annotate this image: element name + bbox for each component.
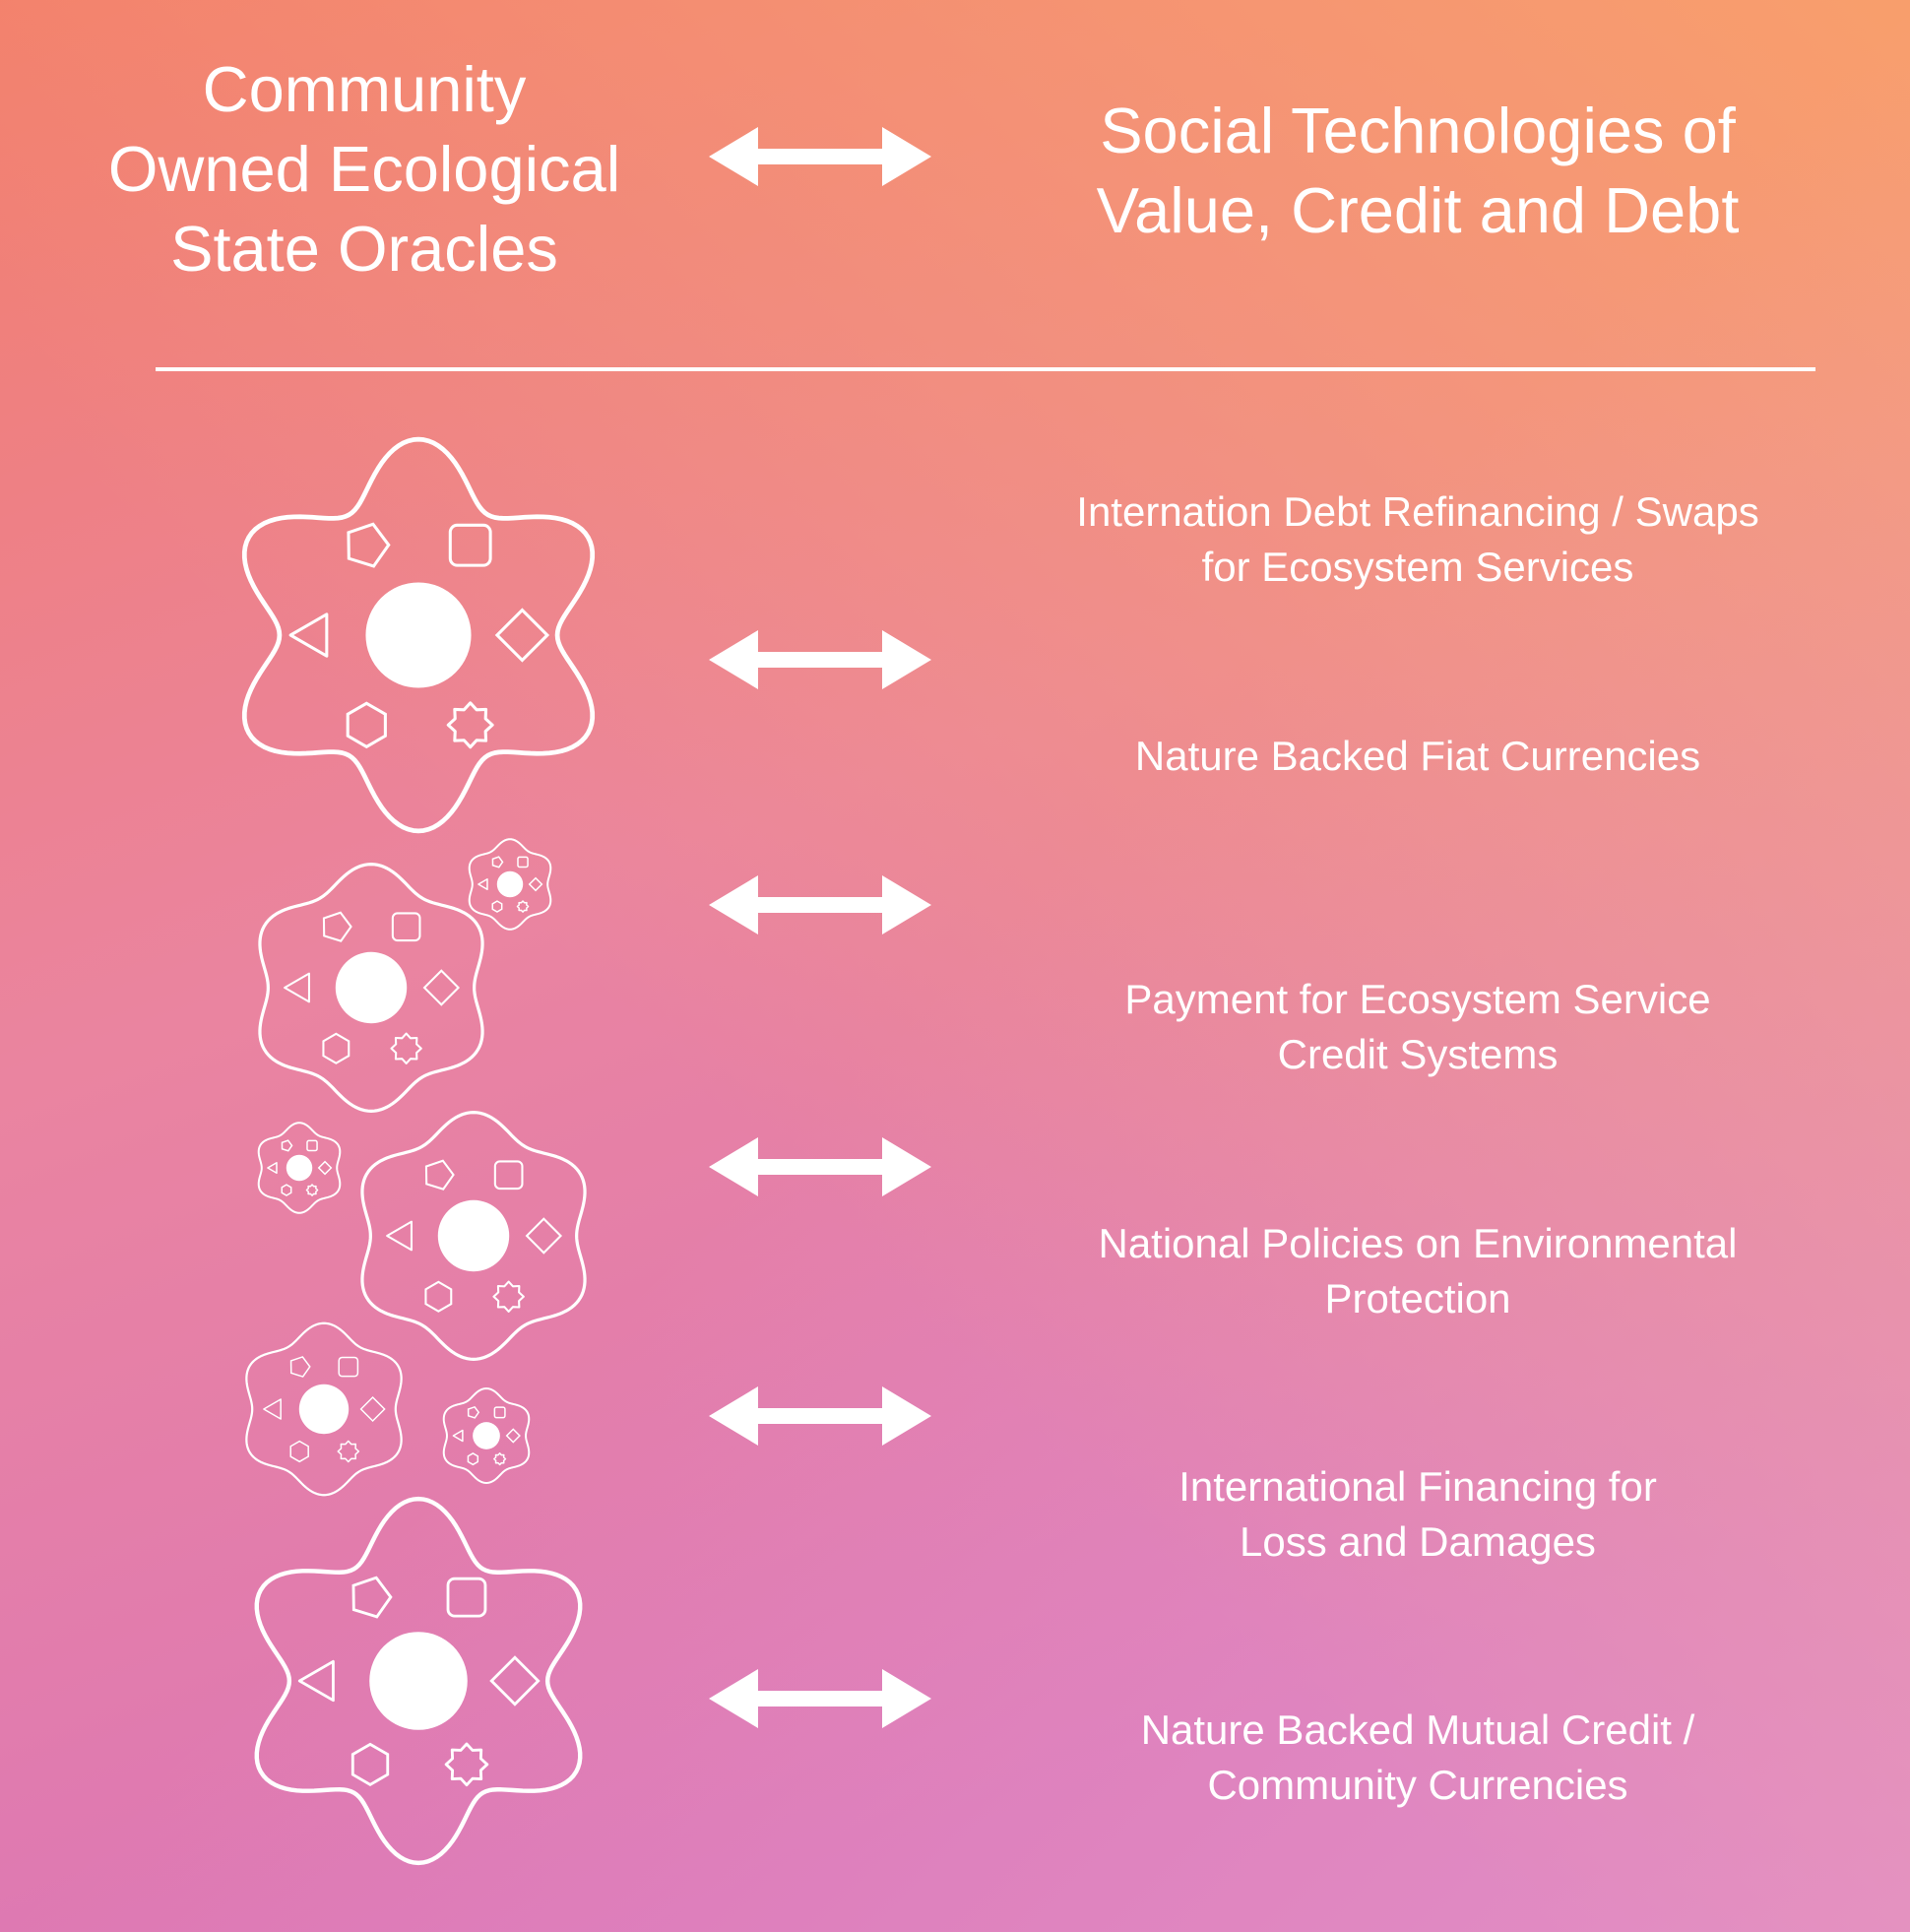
item-line: Community Currencies <box>1207 1762 1628 1808</box>
item-line: Loss and Damages <box>1240 1518 1596 1565</box>
left-title-line: State Oracles <box>170 213 558 285</box>
item-payment-ecosystem: Payment for Ecosystem Service Credit Sys… <box>985 972 1851 1082</box>
right-title-line: Value, Credit and Debt <box>1096 174 1740 246</box>
double-arrow-icon <box>709 630 931 689</box>
header-divider <box>156 367 1815 371</box>
double-arrow-icon <box>709 1386 931 1446</box>
double-arrow-icon <box>709 1137 931 1196</box>
double-arrow-icon <box>709 1669 931 1728</box>
item-line: Nature Backed Mutual Credit / <box>1140 1707 1695 1753</box>
left-title-line: Community <box>202 53 527 125</box>
right-column-title: Social Technologies of Value, Credit and… <box>1004 91 1831 250</box>
item-line: National Policies on Environmental <box>1098 1220 1738 1266</box>
item-debt-refinancing: Internation Debt Refinancing / Swaps for… <box>985 484 1851 595</box>
double-arrow-icon <box>709 127 931 186</box>
item-line: Credit Systems <box>1277 1031 1559 1077</box>
left-title-line: Owned Ecological <box>107 133 621 205</box>
item-line: for Ecosystem Services <box>1201 544 1634 590</box>
right-title-line: Social Technologies of <box>1100 95 1736 166</box>
item-line: Nature Backed Fiat Currencies <box>1134 733 1701 779</box>
double-arrow-icon <box>709 875 931 934</box>
item-line: Internation Debt Refinancing / Swaps <box>1076 488 1759 535</box>
item-line: Payment for Ecosystem Service <box>1124 976 1711 1022</box>
item-loss-damages: International Financing for Loss and Dam… <box>985 1459 1851 1570</box>
item-national-policies: National Policies on Environmental Prote… <box>985 1216 1851 1326</box>
item-line: Protection <box>1324 1275 1511 1321</box>
left-column-title: Community Owned Ecological State Oracles <box>69 49 660 289</box>
item-mutual-credit: Nature Backed Mutual Credit / Community … <box>985 1703 1851 1813</box>
item-line: International Financing for <box>1178 1463 1657 1510</box>
item-fiat-currencies: Nature Backed Fiat Currencies <box>985 729 1851 784</box>
